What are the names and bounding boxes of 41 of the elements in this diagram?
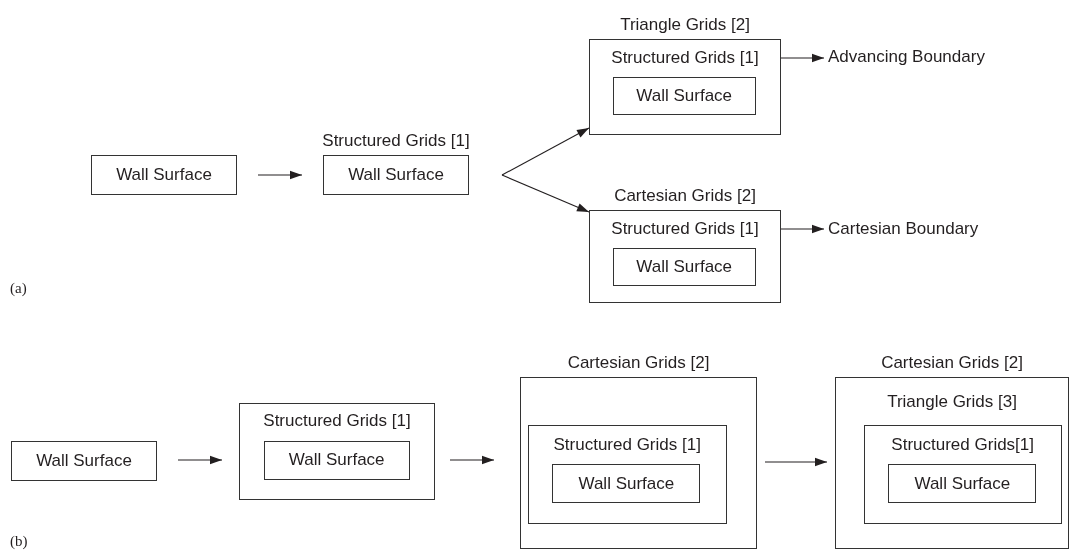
box-text: Wall Surface: [116, 165, 212, 185]
box-text: Structured Grids [1]: [611, 48, 759, 68]
process-box: [11, 441, 157, 481]
box-text: Wall Surface: [636, 256, 733, 277]
box-heading: Structured Grids [1]: [322, 131, 470, 151]
box-text: Advancing Boundary: [828, 47, 985, 67]
box-text: Wall Surface: [348, 165, 444, 185]
box-text: Wall Surface: [636, 85, 733, 106]
box-text: Cartesian Boundary: [828, 219, 979, 239]
box-text: Wall Surface: [914, 473, 1011, 494]
arrow: [501, 174, 590, 213]
arrow: [449, 455, 495, 465]
process-box: [888, 464, 1037, 504]
box-text: Structured Grids [1]: [553, 434, 701, 455]
box-text: Wall Surface: [288, 450, 385, 471]
box-heading: Triangle Grids [2]: [620, 15, 750, 35]
process-box: [863, 424, 1062, 524]
process-box: [612, 247, 756, 286]
box-text: Wall Surface: [578, 473, 675, 494]
process-box: [612, 76, 756, 115]
arrow: [780, 53, 825, 63]
process-box: [263, 440, 410, 480]
panel-label: (b): [10, 533, 28, 550]
process-box: [527, 424, 727, 524]
box-text: Structured Grids [1]: [263, 411, 411, 431]
process-box: [239, 403, 435, 500]
panel-label: (a): [10, 280, 27, 297]
box-text: Structured Grids[1]: [891, 434, 1034, 455]
arrow: [764, 457, 828, 467]
process-box: [552, 464, 701, 504]
arrow: [501, 127, 590, 176]
arrow: [257, 170, 303, 180]
arrow: [780, 224, 825, 234]
box-heading: Cartesian Grids [2]: [567, 353, 710, 373]
process-box: [91, 155, 237, 195]
box-heading: Cartesian Grids [2]: [881, 353, 1023, 373]
box-text: Triangle Grids [3]: [887, 392, 1017, 412]
box-text: Structured Grids [1]: [611, 219, 759, 239]
box-text: Wall Surface: [36, 451, 132, 471]
arrow: [177, 455, 223, 465]
box-heading: Cartesian Grids [2]: [614, 186, 756, 206]
